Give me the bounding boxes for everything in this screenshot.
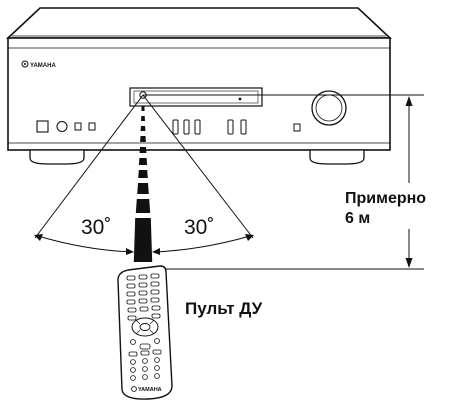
remote-yamaha-logo-icon [131,386,137,392]
amplifier-foot-left [29,149,85,165]
arrowhead-right-inner [152,248,160,255]
amplifier-foot-right [309,149,365,165]
amplifier-top-panel [5,7,393,39]
angle-label-right: 30˚ [184,216,214,239]
amplifier-brand-label: YAMAHA [30,63,56,69]
yamaha-logo-icon [21,60,29,68]
angle-arc-left [37,235,133,253]
remote-label: Пульт ДУ [185,299,263,318]
tone-knob-2 [183,119,190,135]
ir-beam [133,106,153,262]
distance-arrowhead-top [405,96,413,106]
front-button-small-1 [74,122,82,131]
front-button-small-2 [88,122,96,131]
tone-knob-1 [172,119,179,135]
arrowhead-left-outer [34,234,43,241]
distance-arrowhead-bottom [405,258,413,268]
front-button-small-3 [293,123,301,132]
arrowhead-right-outer [245,234,254,241]
cone-edge-right [142,94,254,239]
distance-label-line1: Примерно [345,190,426,207]
power-button [36,120,49,133]
volume-knob [311,90,347,126]
selector-knob-1 [227,119,234,135]
tone-knob-3 [194,119,201,135]
cone-edge-left [34,94,144,239]
selector-knob-2 [240,119,247,135]
phones-jack [56,120,68,133]
remote-lower-buttons [128,338,162,381]
arrowhead-left-inner [126,248,134,255]
angle-label-left: 30˚ [81,216,111,239]
distance-label-line2: 6 м [345,210,370,227]
display-indicator-dot [238,97,242,101]
angle-arc-right [153,235,251,253]
distance-dimension: Примерно 6 м [143,94,454,270]
reception-cone: 30˚ 30˚ [34,94,254,262]
remote-brand-label: YAMAHA [138,387,162,393]
remote-nav-pad [131,317,159,337]
display-window [129,87,263,107]
amplifier-unit: YAMAHA [5,7,393,165]
remote-button-grid [126,273,161,321]
remote-control: YAMAHA [117,265,173,400]
